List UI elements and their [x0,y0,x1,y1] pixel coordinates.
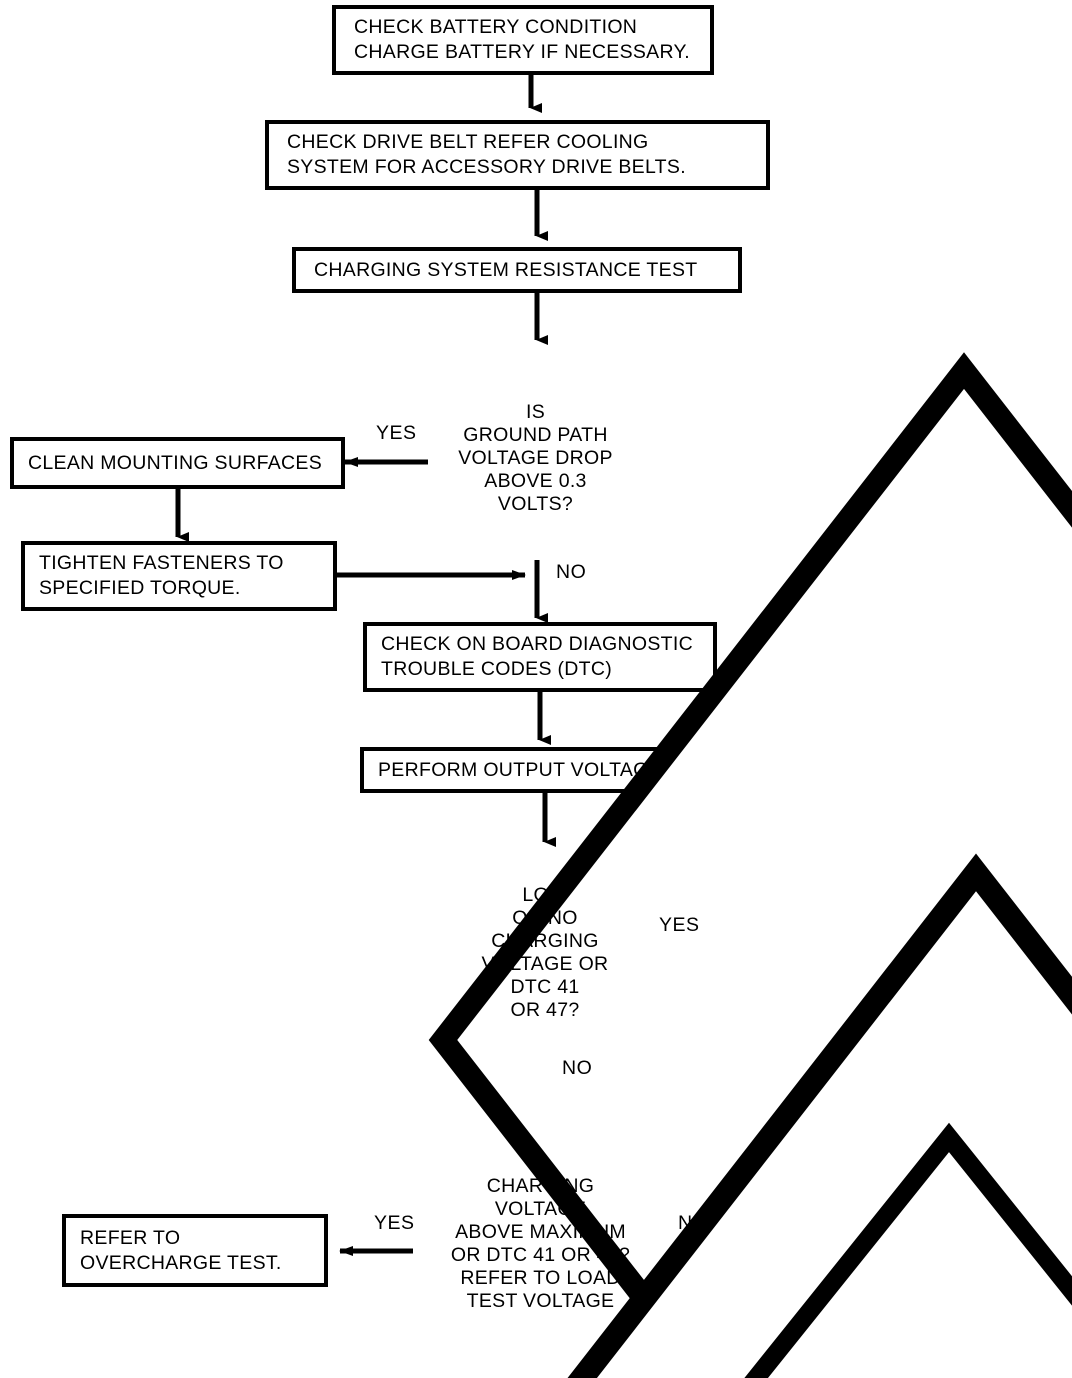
node-check-drive-belt[interactable]: CHECK DRIVE BELT REFER COOLING SYSTEM FO… [265,120,770,190]
node-above-maximum-decision-label: CHARGING VOLTAGE ABOVE MAXIMUM OR DTC 41… [450,1175,631,1312]
node-refer-overcharge-test-label: REFER TO OVERCHARGE TEST. [80,1226,282,1274]
node-low-charging-decision-label: LOW OR NO CHARGING VOLTAGE OR DTC 41 OR … [481,884,609,1021]
node-clean-mounting-surfaces-label: CLEAN MOUNTING SURFACES [28,451,323,474]
node-refer-overcharge-test[interactable]: REFER TO OVERCHARGE TEST. [62,1214,328,1287]
label-low-charging-yes: YES [659,914,700,936]
node-tighten-fasteners[interactable]: TIGHTEN FASTENERS TO SPECIFIED TORQUE. [21,541,337,611]
node-ground-path-decision[interactable]: IS GROUND PATH VOLTAGE DROP ABOVE 0.3 VO… [428,351,1072,1378]
label-above-maximum-yes: YES [374,1212,415,1234]
node-clean-mounting-surfaces[interactable]: CLEAN MOUNTING SURFACES [10,437,345,489]
node-check-battery[interactable]: CHECK BATTERY CONDITION CHARGE BATTERY I… [332,5,714,75]
node-tighten-fasteners-label: TIGHTEN FASTENERS TO SPECIFIED TORQUE. [39,552,284,599]
node-resistance-test[interactable]: CHARGING SYSTEM RESISTANCE TEST [292,247,742,293]
above-maximum-diamond-shape [744,1122,1072,1378]
node-above-maximum-decision[interactable]: CHARGING VOLTAGE ABOVE MAXIMUM OR DTC 41… [413,1122,1072,1378]
node-resistance-test-label: CHARGING SYSTEM RESISTANCE TEST [314,258,698,281]
node-check-battery-label: CHECK BATTERY CONDITION CHARGE BATTERY I… [354,16,691,63]
node-low-charging-decision[interactable]: LOW OR NO CHARGING VOLTAGE OR DTC 41 OR … [440,852,1072,1378]
node-check-dtc-label: CHECK ON BOARD DIAGNOSTIC TROUBLE CODES … [381,633,693,680]
node-ground-path-decision-label: IS GROUND PATH VOLTAGE DROP ABOVE 0.3 VO… [458,401,613,515]
label-ground-path-no: NO [556,561,587,583]
node-check-drive-belt-label: CHECK DRIVE BELT REFER COOLING SYSTEM FO… [287,131,686,178]
label-above-maximum-no: NO [678,1212,709,1234]
label-ground-path-yes: YES [376,422,417,444]
label-low-charging-no: NO [562,1057,593,1079]
node-check-dtc[interactable]: CHECK ON BOARD DIAGNOSTIC TROUBLE CODES … [363,622,717,692]
